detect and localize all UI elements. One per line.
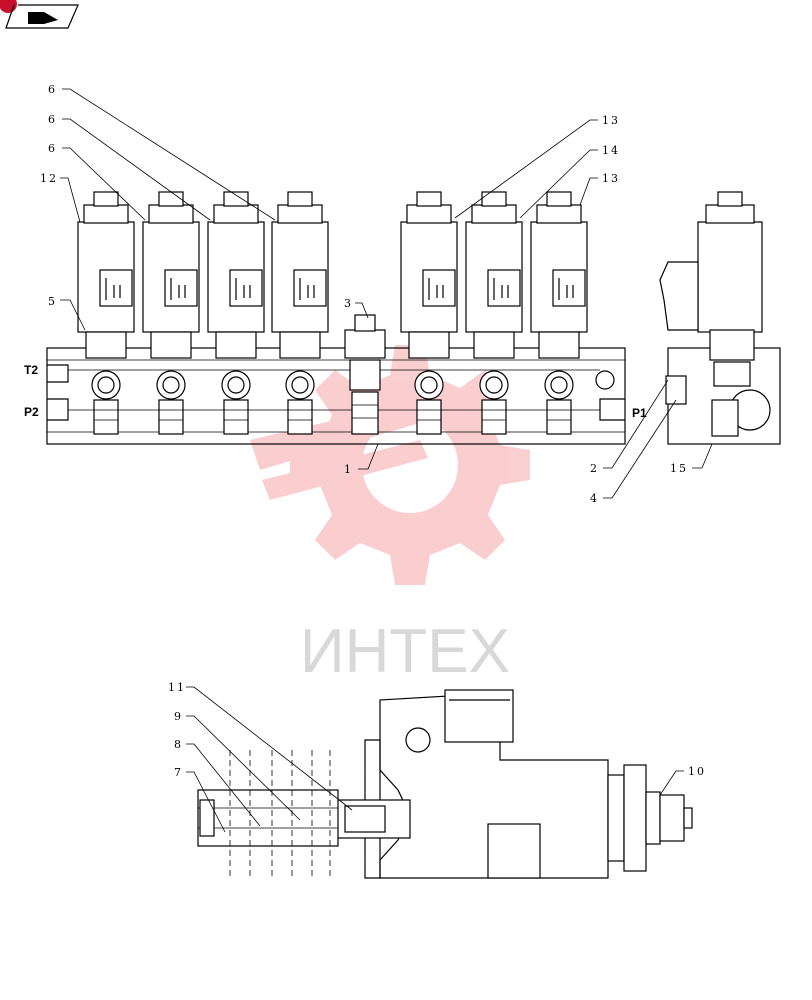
solenoid-valve-2 xyxy=(142,191,200,435)
manifold-side-view xyxy=(659,191,781,445)
callout-2: 2 xyxy=(590,462,599,475)
solenoid-valve-4 xyxy=(271,191,329,435)
callout-7: 7 xyxy=(174,766,183,779)
callout-8: 8 xyxy=(174,738,183,751)
callout-3: 3 xyxy=(344,297,353,310)
callout-10: 10 xyxy=(688,765,706,778)
callout-6: 6 xyxy=(48,113,57,126)
port-label-p1: P1 xyxy=(632,406,647,420)
cartridge-valve-section xyxy=(197,689,693,880)
solenoid-valve-7 xyxy=(530,191,588,435)
leader-lines xyxy=(60,88,713,833)
callout-6: 6 xyxy=(48,83,57,96)
port-label-p2: P2 xyxy=(24,405,39,419)
callout-12: 12 xyxy=(40,172,58,185)
watermark-text: ИНТЕХ xyxy=(300,617,510,686)
valve-manifold-body xyxy=(46,347,626,445)
solenoid-valve-3 xyxy=(207,191,265,435)
callout-14: 14 xyxy=(602,144,620,157)
watermark-logo xyxy=(250,345,530,585)
callout-13: 13 xyxy=(602,172,620,185)
solenoid-valve-5 xyxy=(400,191,458,435)
relief-valve xyxy=(344,314,386,435)
solenoid-valve-1 xyxy=(77,191,135,435)
callout-4: 4 xyxy=(590,492,599,505)
callout-11: 11 xyxy=(168,681,186,694)
callout-6: 6 xyxy=(48,142,57,155)
callout-13: 13 xyxy=(602,114,620,127)
page-nav-icon[interactable] xyxy=(0,0,79,29)
port-label-t2: T2 xyxy=(24,363,38,377)
solenoid-valve-6 xyxy=(465,191,523,435)
callout-9: 9 xyxy=(174,710,183,723)
callout-15: 15 xyxy=(670,462,688,475)
callout-1: 1 xyxy=(344,463,353,476)
callout-5: 5 xyxy=(48,295,57,308)
